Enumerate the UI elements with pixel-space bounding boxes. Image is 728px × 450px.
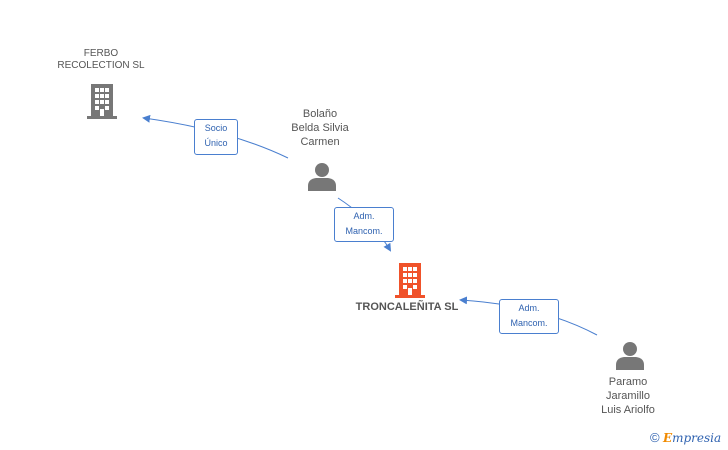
edge-label-adm-mancom-1-line1: Adm. xyxy=(353,211,375,221)
node-bolano-label[interactable]: Bolaño Belda Silvia Carmen xyxy=(280,107,360,149)
brand-rest: mpresia xyxy=(672,431,722,445)
person-icon[interactable] xyxy=(307,161,337,191)
node-paramo-line3: Luis Ariolfo xyxy=(601,404,655,416)
person-icon[interactable] xyxy=(615,340,645,370)
edge-label-socio-unico-line1: Socio xyxy=(204,123,228,133)
building-icon[interactable] xyxy=(86,83,118,119)
edge-label-adm-mancom-1[interactable]: Adm. Mancom. xyxy=(334,207,394,242)
node-bolano-line3: Carmen xyxy=(300,136,340,148)
edge-label-adm-mancom-2-line2: Mancom. xyxy=(510,318,548,328)
node-paramo-label[interactable]: Paramo Jaramillo Luis Ariolfo xyxy=(588,375,668,417)
node-paramo-line2: Jaramillo xyxy=(605,390,650,402)
node-paramo-line1: Paramo xyxy=(608,376,648,388)
edge-label-adm-mancom-2[interactable]: Adm. Mancom. xyxy=(499,299,559,334)
edge-label-adm-mancom-2-line1: Adm. xyxy=(518,303,540,313)
building-icon-main[interactable] xyxy=(394,262,426,298)
empresia-logo: © Empresia xyxy=(650,430,721,445)
edge-label-adm-mancom-1-line2: Mancom. xyxy=(345,226,383,236)
edge-label-socio-unico-line2: Único xyxy=(204,138,228,148)
edge-label-socio-unico[interactable]: Socio Único xyxy=(194,119,238,155)
brand-e: E xyxy=(662,431,673,445)
node-bolano-line2: Belda Silvia xyxy=(291,122,349,134)
node-ferbo-label[interactable]: FERBO RECOLECTION SL xyxy=(54,48,148,72)
node-troncalenita-label[interactable]: TRONCALEÑITA SL xyxy=(355,301,459,313)
node-ferbo-line2: RECOLECTION SL xyxy=(57,60,145,71)
copyright-symbol: © xyxy=(650,430,660,445)
node-ferbo-line1: FERBO xyxy=(83,48,119,59)
node-bolano-line1: Bolaño xyxy=(302,108,338,120)
